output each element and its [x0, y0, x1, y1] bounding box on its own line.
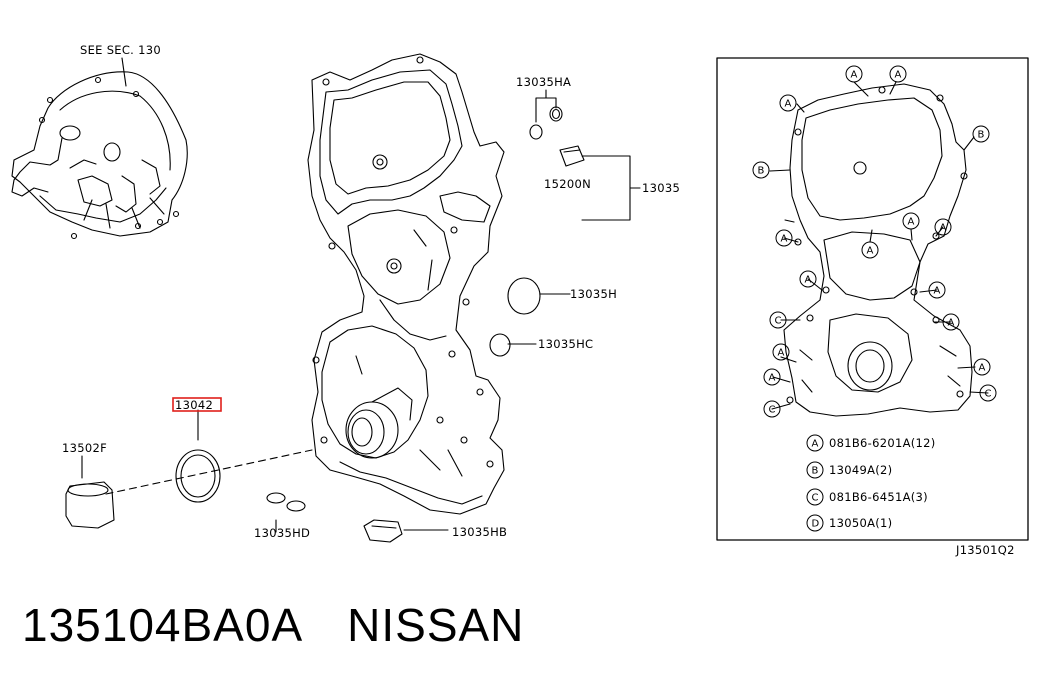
part-label-13042[interactable]: 13042: [175, 398, 213, 412]
marker-a-10: A: [942, 313, 960, 331]
part-label-13035[interactable]: 13035: [642, 181, 680, 195]
svg-text:A: A: [805, 275, 812, 286]
marker-a-2: A: [889, 65, 907, 83]
marker-c-3: C: [763, 400, 781, 418]
marker-a-11: A: [772, 343, 790, 361]
see-sec-label[interactable]: SEE SEC. 130: [80, 43, 161, 57]
svg-text:A: A: [781, 234, 788, 245]
svg-text:A: A: [979, 363, 986, 374]
svg-text:A: A: [812, 439, 819, 450]
part-number: 135104BA0A: [22, 599, 304, 651]
svg-text:A: A: [778, 348, 785, 359]
legend-row-a: A 081B6-6201A(12): [806, 434, 936, 452]
marker-a-6: A: [902, 212, 920, 230]
marker-c-2: C: [979, 384, 997, 402]
highlight-box-13042: [172, 397, 222, 412]
marker-a-13: A: [763, 368, 781, 386]
svg-text:A: A: [867, 246, 874, 257]
make-name: NISSAN: [347, 599, 525, 651]
svg-text:A: A: [785, 99, 792, 110]
svg-text:A: A: [769, 373, 776, 384]
svg-text:A: A: [948, 318, 955, 329]
svg-text:A: A: [895, 70, 902, 81]
marker-a-5: A: [861, 241, 879, 259]
marker-a-9: A: [928, 281, 946, 299]
part-label-13035H[interactable]: 13035H: [570, 287, 617, 301]
svg-text:A: A: [908, 217, 915, 228]
inset-markers: A A A B B A A A A A A C A A A A C C: [752, 65, 997, 418]
svg-text:D: D: [812, 519, 820, 530]
part-label-13502F[interactable]: 13502F: [62, 441, 107, 455]
svg-text:B: B: [758, 166, 765, 177]
inset-marker-leaders: [769, 81, 989, 410]
part-label-13035HA[interactable]: 13035HA: [516, 75, 571, 89]
part-label-13035HB[interactable]: 13035HB: [452, 525, 507, 539]
svg-text:B: B: [978, 130, 985, 141]
svg-text:B: B: [812, 466, 819, 477]
leader-lines: [81, 89, 641, 533]
legend-row-d: D 13050A(1): [806, 514, 892, 532]
figure-code: J13501Q2: [955, 543, 1015, 557]
legend-text-b: 13049A(2): [829, 463, 892, 477]
marker-a-3: A: [779, 94, 797, 112]
inset-legend: A 081B6-6201A(12) B 13049A(2) C 081B6-64…: [806, 434, 936, 532]
svg-text:C: C: [775, 316, 782, 327]
svg-text:C: C: [769, 405, 776, 416]
legend-text-d: 13050A(1): [829, 516, 892, 530]
legend-text-c: 081B6-6451A(3): [829, 490, 928, 504]
see-sec-assembly-drawing: [11, 57, 188, 240]
svg-text:C: C: [812, 493, 819, 504]
legend-row-c: C 081B6-6451A(3): [806, 488, 928, 506]
marker-a-4: A: [775, 229, 793, 247]
front-cover-drawing: [307, 53, 505, 515]
marker-b-2: B: [752, 161, 770, 179]
legend-row-b: B 13049A(2): [806, 461, 892, 479]
inset-cover-drawing: [783, 83, 973, 417]
legend-text-a: 081B6-6201A(12): [829, 436, 936, 450]
marker-c-1: C: [769, 311, 787, 329]
marker-a-8: A: [799, 270, 817, 288]
footer-title: 135104BA0A NISSAN: [22, 598, 524, 652]
marker-b-1: B: [972, 125, 990, 143]
part-label-15200N[interactable]: 15200N: [544, 177, 591, 191]
marker-a-1: A: [845, 65, 863, 83]
svg-text:C: C: [985, 389, 992, 400]
svg-text:A: A: [934, 286, 941, 297]
svg-text:A: A: [940, 223, 947, 234]
small-parts: [65, 106, 585, 543]
inset-frame: [716, 57, 1029, 541]
svg-text:A: A: [851, 70, 858, 81]
marker-a-12: A: [973, 358, 991, 376]
marker-a-7: A: [934, 218, 952, 236]
part-label-13035HC[interactable]: 13035HC: [538, 337, 593, 351]
part-label-13035HD[interactable]: 13035HD: [254, 526, 310, 540]
